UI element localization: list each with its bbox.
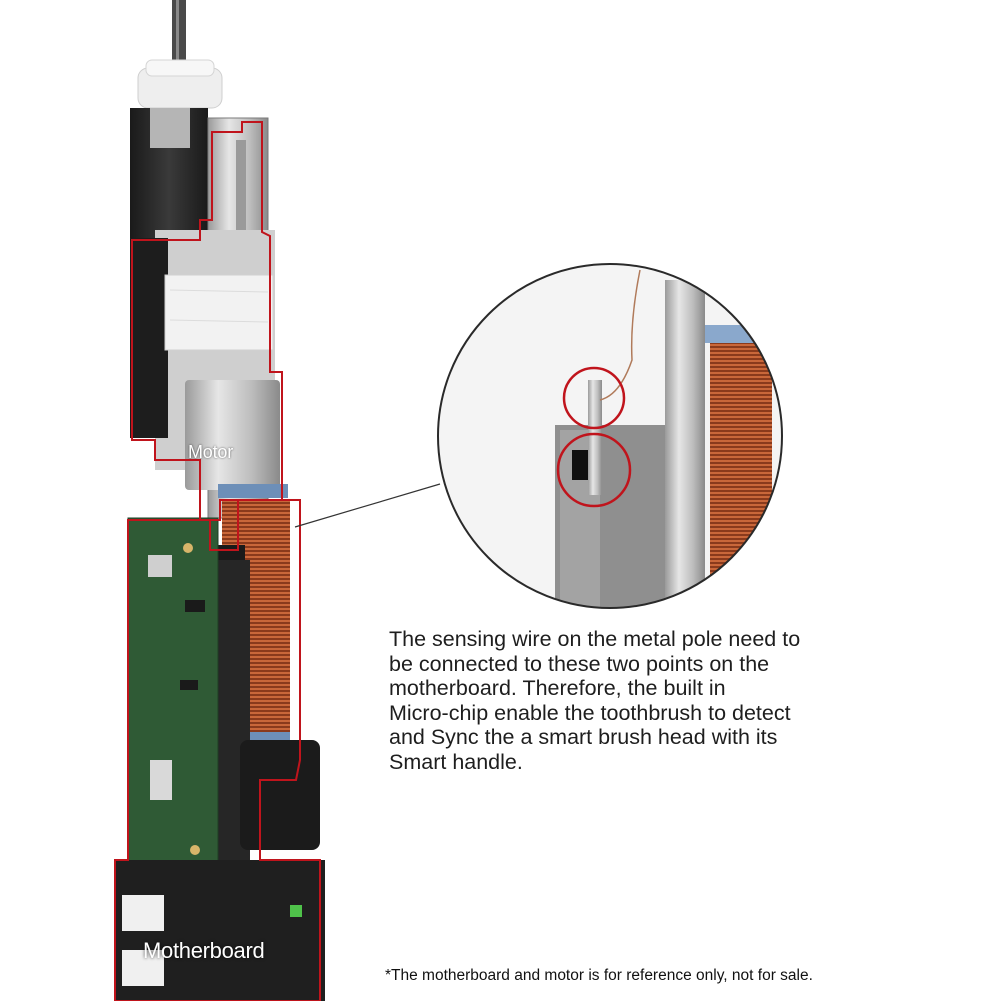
description-line: The sensing wire on the metal pole need … bbox=[389, 627, 801, 651]
contact-point-marker bbox=[562, 366, 626, 430]
inset-coil-cap bbox=[705, 325, 777, 343]
motor-body bbox=[185, 380, 280, 490]
contact-point-marker bbox=[556, 432, 632, 508]
seal-ring-upper bbox=[145, 59, 215, 77]
pcb-chip bbox=[148, 555, 172, 577]
motor-band bbox=[218, 484, 288, 498]
motherboard-label: Motherboard bbox=[143, 938, 265, 963]
foam-pad-left bbox=[130, 238, 168, 438]
description-line: and Sync the a smart brush head with its bbox=[389, 725, 778, 749]
pcb-pad bbox=[183, 543, 193, 553]
description-line: Smart handle. bbox=[389, 749, 523, 774]
inset-pole bbox=[665, 280, 705, 608]
pcb-chip bbox=[150, 760, 172, 800]
inset-coil bbox=[710, 335, 772, 595]
inset-border bbox=[437, 263, 783, 609]
white-tape bbox=[164, 274, 274, 351]
inset-sensing-wire bbox=[599, 269, 641, 401]
disclaimer-note: *The motherboard and motor is for refere… bbox=[385, 967, 813, 984]
pcb-component bbox=[180, 680, 198, 690]
tape-line bbox=[169, 319, 269, 323]
tape-line bbox=[169, 289, 269, 293]
side-clip bbox=[240, 740, 320, 850]
description-line: motherboard. Therefore, the built in bbox=[389, 676, 726, 700]
cable-highlight bbox=[176, 0, 179, 78]
pcb-board bbox=[127, 517, 219, 879]
pcb-pad bbox=[190, 845, 200, 855]
pcb-component bbox=[185, 600, 205, 612]
description-text: The sensing wire on the metal pole need … bbox=[389, 627, 869, 774]
motor-outline bbox=[131, 121, 283, 521]
metal-chassis-slot bbox=[236, 140, 246, 260]
magnified-inset bbox=[438, 264, 782, 608]
description-line: be connected to these two points on the bbox=[389, 651, 770, 676]
inset-solder-joint bbox=[572, 450, 588, 480]
green-led bbox=[290, 905, 302, 917]
bottom-window bbox=[122, 950, 164, 986]
callout-line bbox=[294, 483, 441, 528]
motor-label: Motor bbox=[188, 442, 234, 462]
inset-metal-pin bbox=[588, 380, 602, 495]
motherboard-outline bbox=[114, 499, 321, 1001]
description-line: Micro-chip enable the toothbrush to dete… bbox=[389, 700, 791, 725]
bottom-window bbox=[122, 895, 164, 931]
upper-housing-light bbox=[150, 108, 190, 148]
